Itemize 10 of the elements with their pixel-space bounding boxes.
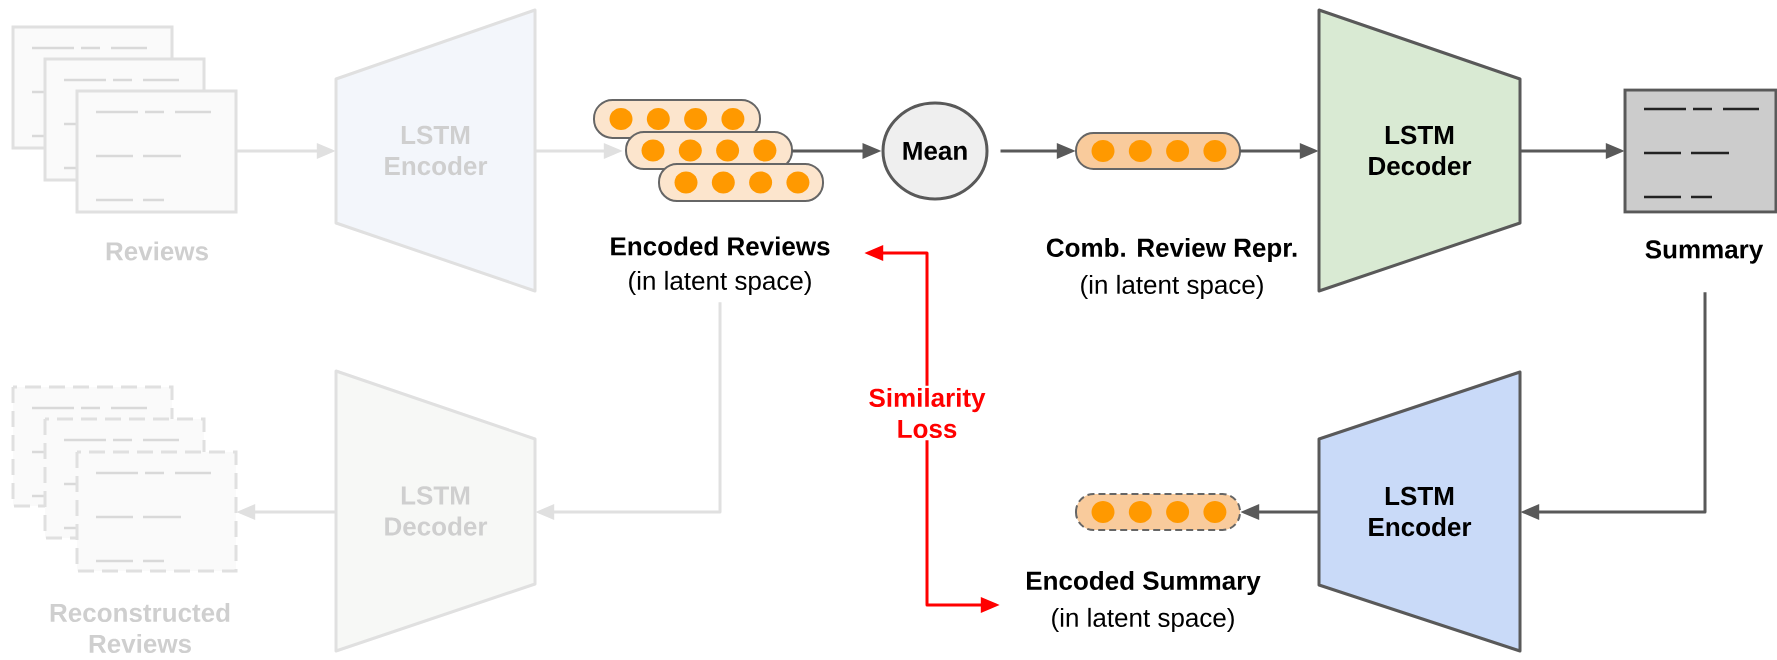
loss-label: Similarity Loss: [869, 387, 986, 439]
node-subtitle: (in latent space): [1081, 274, 1263, 300]
trapezoid-block: LSTM Decoder: [1317, 8, 1522, 293]
node-heading: Encoded Reviews: [611, 236, 830, 256]
trapezoid-block: LSTM Encoder: [1317, 370, 1522, 653]
node-subtitle: (in latent space): [629, 270, 811, 296]
node-subtitle: (in latent space): [1052, 607, 1234, 633]
node-heading: Comb. Review Repr.: [1046, 237, 1297, 263]
node-heading: Encoded Summary: [1027, 570, 1261, 596]
node-label: Summary: [1645, 240, 1764, 264]
